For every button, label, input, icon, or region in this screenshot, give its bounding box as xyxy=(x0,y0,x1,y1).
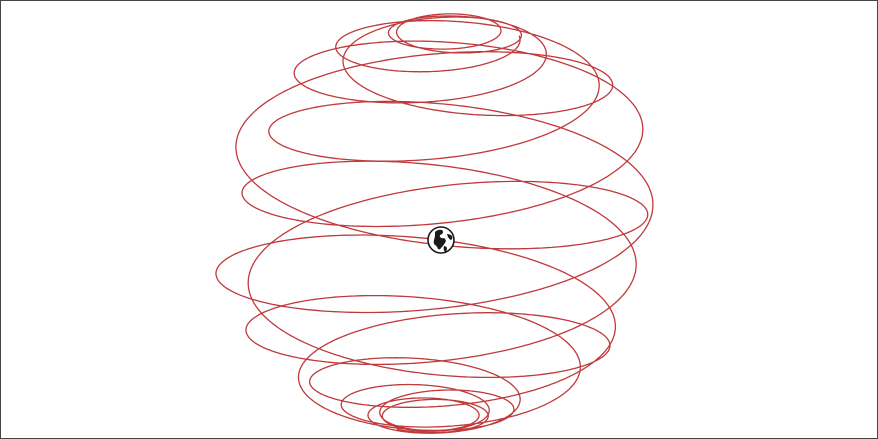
orbit-path xyxy=(216,14,653,433)
orbit-trajectory xyxy=(216,14,653,433)
earth-globe-icon xyxy=(428,227,454,253)
